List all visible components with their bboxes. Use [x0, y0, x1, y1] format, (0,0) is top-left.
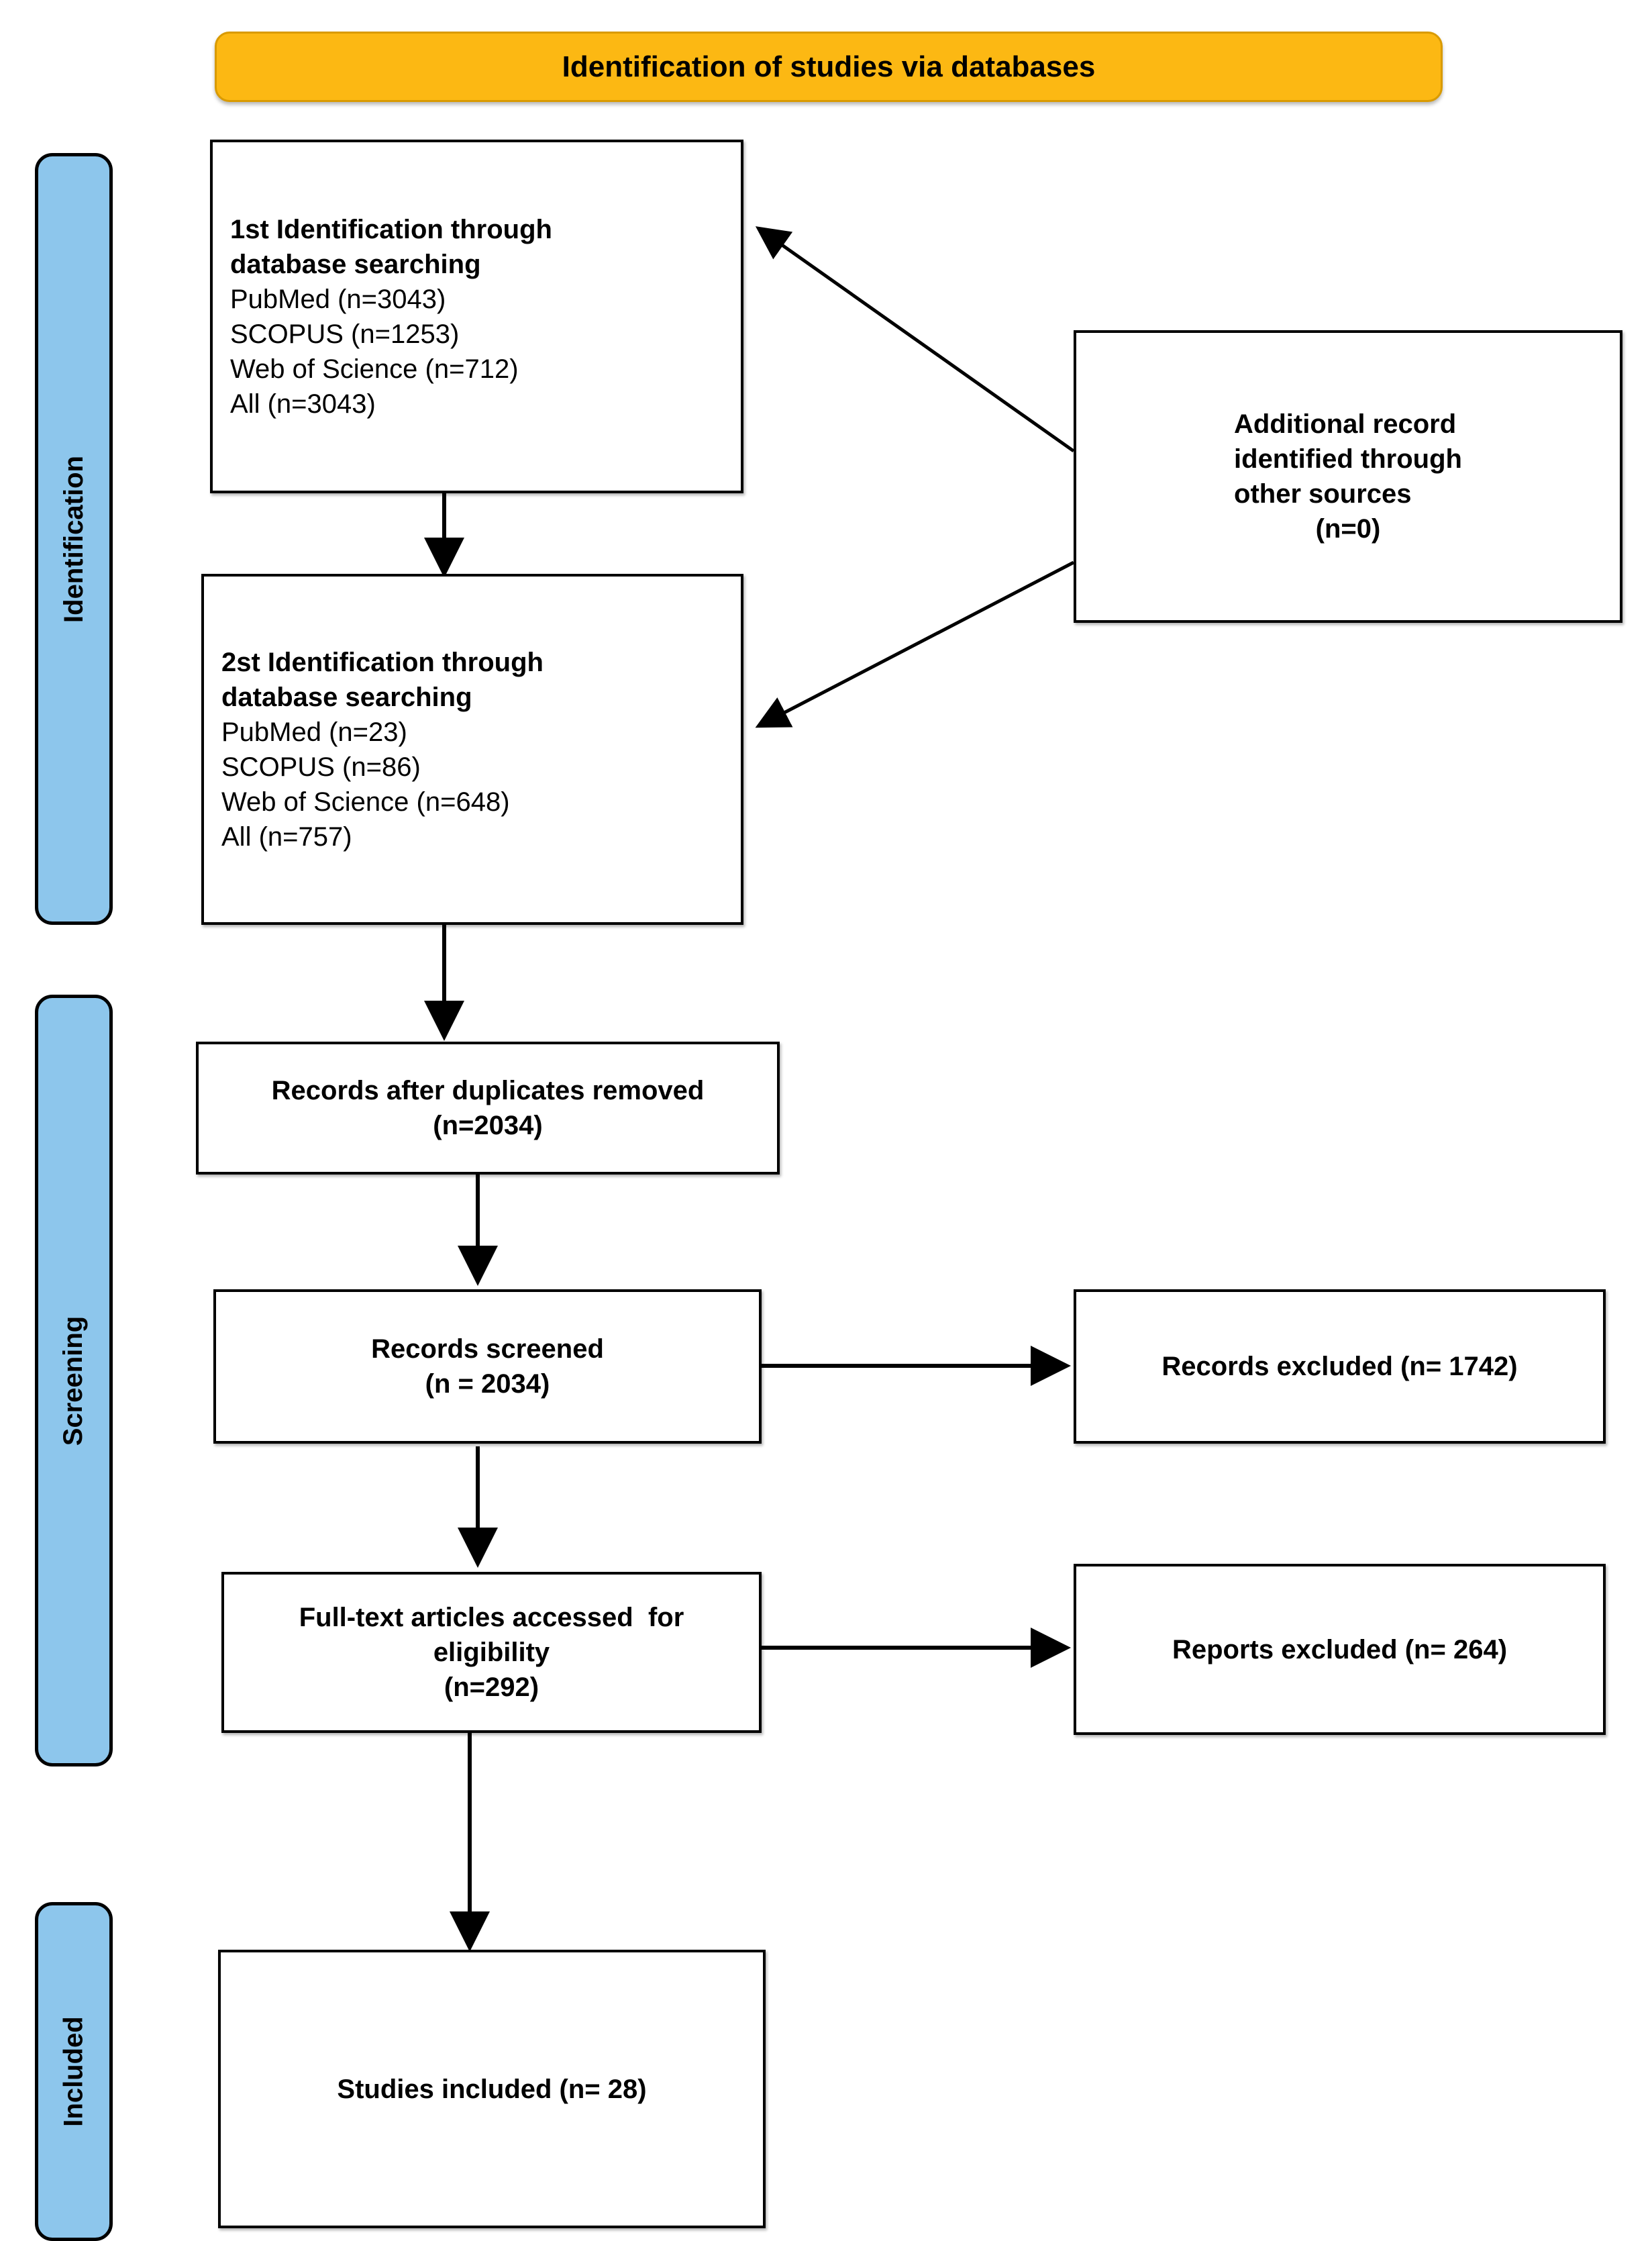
diagram-banner: Identification of studies via databases — [215, 32, 1443, 102]
node-identification-1-body: 1st Identification through database sear… — [213, 212, 741, 421]
node-duplicates-removed: Records after duplicates removed (n=2034… — [196, 1042, 780, 1175]
node-line: database searching — [221, 682, 472, 712]
node-line: other sources — [1234, 479, 1412, 509]
node-line: All (n=3043) — [230, 389, 376, 419]
node-line: 1st Identification through — [230, 214, 552, 244]
node-identification-2: 2st Identification through database sear… — [201, 574, 743, 925]
node-line: SCOPUS (n=1253) — [230, 319, 460, 349]
node-identification-2-body: 2st Identification through database sear… — [204, 645, 741, 854]
node-identification-1: 1st Identification through database sear… — [210, 140, 743, 493]
node-line: identified through — [1234, 444, 1462, 474]
node-records-excluded: Records excluded (n= 1742) — [1074, 1289, 1606, 1444]
node-line: database searching — [230, 249, 481, 279]
node-fulltext-assessed-body: Full-text articles accessed for eligibil… — [224, 1600, 759, 1705]
node-line: eligibility — [433, 1638, 550, 1667]
node-line: PubMed (n=3043) — [230, 284, 446, 314]
node-studies-included-body: Studies included (n= 28) — [221, 2072, 763, 2107]
node-records-screened: Records screened (n = 2034) — [213, 1289, 762, 1444]
node-line: (n=0) — [1315, 514, 1381, 544]
node-line: (n = 2034) — [425, 1369, 550, 1399]
node-additional-records-body: Additional record identified through oth… — [1217, 407, 1480, 546]
node-line: (n=292) — [444, 1673, 539, 1702]
node-records-excluded-body: Records excluded (n= 1742) — [1076, 1349, 1603, 1384]
node-line: Web of Science (n=648) — [221, 787, 510, 817]
phase-label-identification: Identification — [58, 455, 89, 623]
node-line: Additional record — [1234, 409, 1457, 439]
node-duplicates-removed-body: Records after duplicates removed (n=2034… — [199, 1073, 777, 1143]
node-line: Web of Science (n=712) — [230, 354, 519, 384]
node-additional-records: Additional record identified through oth… — [1074, 330, 1622, 623]
edge-additional-to-id1 — [755, 226, 1075, 453]
node-line: SCOPUS (n=86) — [221, 752, 421, 782]
node-reports-excluded-body: Reports excluded (n= 264) — [1076, 1632, 1603, 1667]
phase-label-included: Included — [58, 2016, 89, 2127]
node-line: Records after duplicates removed — [271, 1076, 705, 1105]
node-line: Records excluded (n= 1742) — [1161, 1352, 1518, 1381]
phase-rail-included: Included — [35, 1902, 113, 2241]
phase-rail-screening: Screening — [35, 995, 113, 1766]
node-fulltext-assessed: Full-text articles accessed for eligibil… — [221, 1572, 762, 1733]
node-line: Studies included (n= 28) — [337, 2074, 647, 2104]
node-line: (n=2034) — [433, 1111, 543, 1140]
node-line: Full-text articles accessed for — [299, 1603, 684, 1632]
banner-title: Identification of studies via databases — [562, 50, 1096, 83]
node-reports-excluded: Reports excluded (n= 264) — [1074, 1564, 1606, 1735]
node-line: Records screened — [371, 1334, 604, 1364]
phase-label-screening: Screening — [58, 1315, 89, 1446]
node-line: 2st Identification through — [221, 647, 544, 677]
edge-additional-to-id2 — [755, 560, 1075, 728]
phase-rail-identification: Identification — [35, 153, 113, 925]
node-records-screened-body: Records screened (n = 2034) — [216, 1332, 759, 1401]
node-line: PubMed (n=23) — [221, 717, 407, 747]
node-line: Reports excluded (n= 264) — [1172, 1634, 1508, 1664]
node-line: All (n=757) — [221, 821, 352, 852]
node-studies-included: Studies included (n= 28) — [218, 1950, 766, 2228]
